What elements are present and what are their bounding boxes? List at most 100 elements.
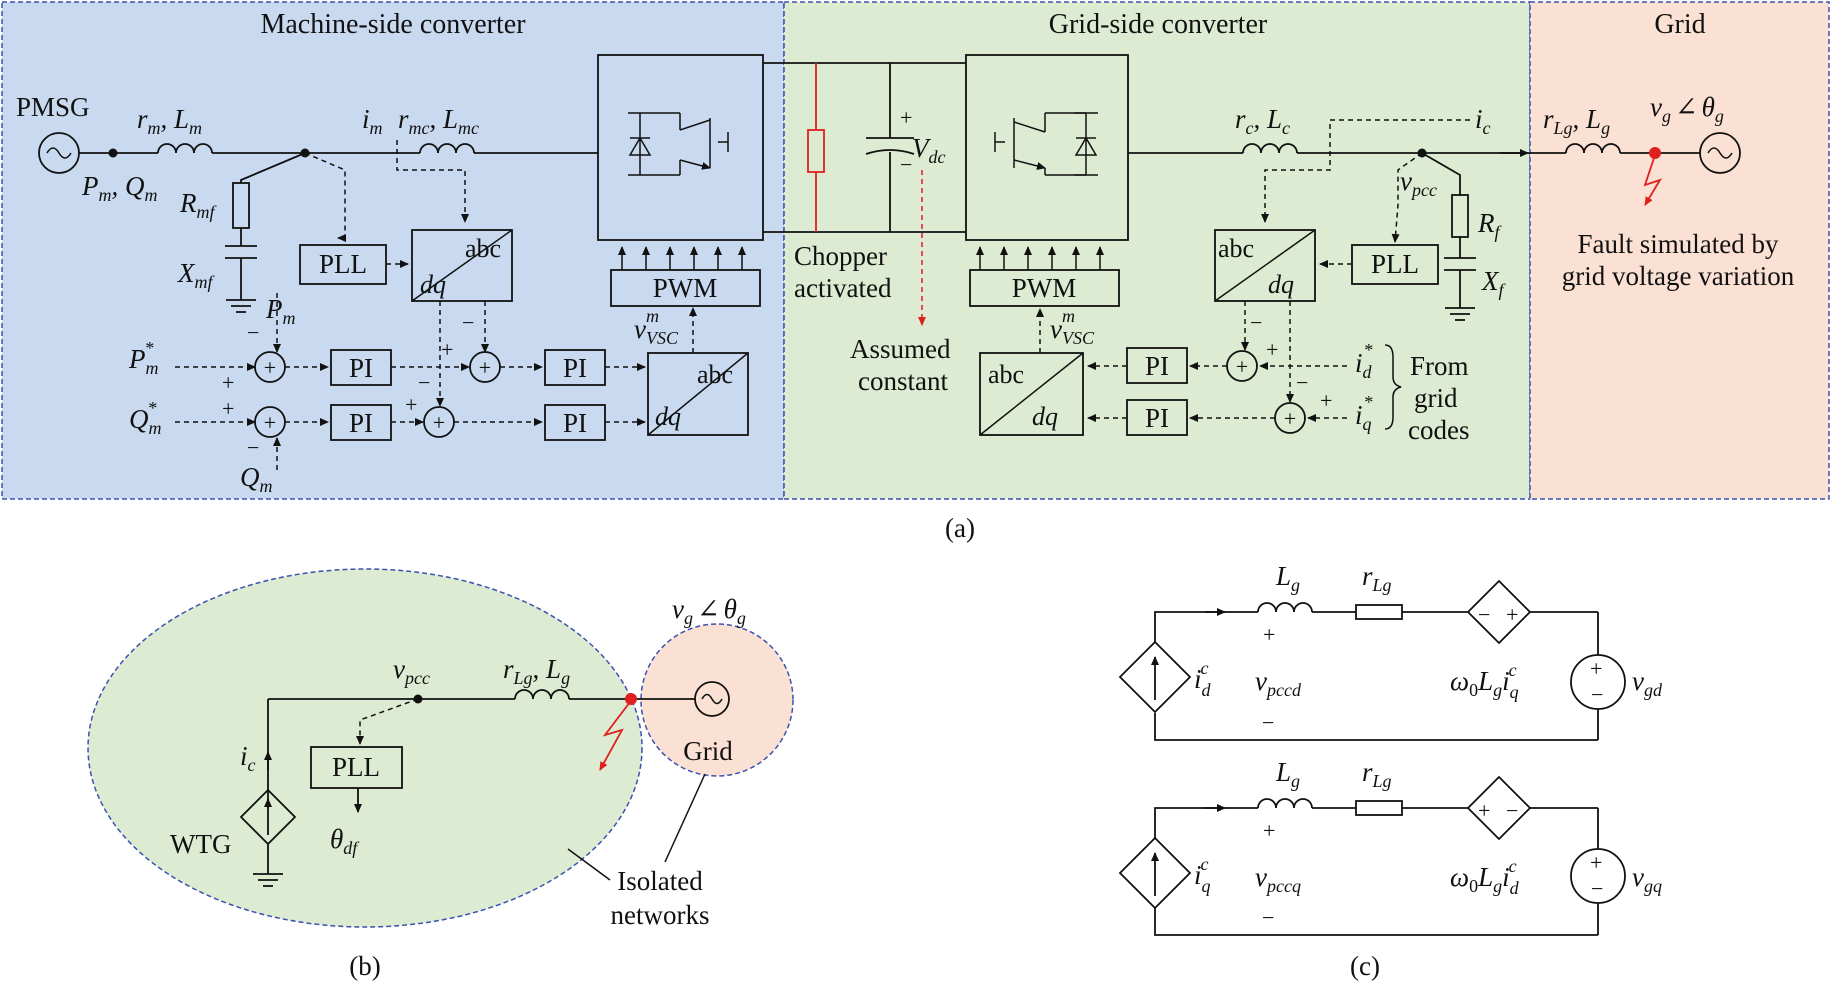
svg-text:+: + xyxy=(222,370,234,395)
pmsg-label: PMSG xyxy=(16,92,90,122)
c-top-v-label: vpccd xyxy=(1255,666,1302,700)
caption-c: (c) xyxy=(1350,951,1380,981)
grid-title: Grid xyxy=(1654,9,1705,40)
c-bot-rlg: rLg xyxy=(1362,757,1392,791)
c-top-inductor-icon xyxy=(1257,602,1313,613)
svg-text:PLL: PLL xyxy=(1371,249,1419,279)
svg-text:PWM: PWM xyxy=(653,273,718,303)
c-top-vg-label: vgd xyxy=(1632,666,1663,700)
brace-icon xyxy=(1384,344,1402,430)
fault-bolt-icon xyxy=(1643,154,1663,206)
svg-text:abc: abc xyxy=(988,360,1024,389)
c-top-resistor-icon xyxy=(1355,604,1403,620)
svg-text:PI: PI xyxy=(349,353,373,383)
b-ic-label: ic xyxy=(240,741,256,775)
svg-text:PI: PI xyxy=(563,353,587,383)
c-bot-lg: Lg xyxy=(1275,757,1300,791)
chopper-label-1: Chopper xyxy=(794,241,887,271)
svg-text:PLL: PLL xyxy=(319,249,367,279)
from-grid-2: grid xyxy=(1414,383,1458,413)
c-top-lg: Lg xyxy=(1275,561,1300,595)
vdc-label: Vdc xyxy=(912,133,946,167)
pwm-machine-block xyxy=(610,269,761,307)
rlg-lg-label: rLg, Lg xyxy=(1543,104,1610,138)
panel-c: Lg rLg + − − + + − idc vpccd ω0Lgiqc vgd xyxy=(1118,561,1663,981)
svg-text:dq: dq xyxy=(1032,402,1058,431)
assumed-label-2: constant xyxy=(858,366,948,396)
svg-text:+: + xyxy=(1590,850,1602,875)
vg-theta-label: vg∠θg xyxy=(1650,92,1724,126)
panel-b: vg∠θg vpcc rLg, Lg Grid ic WTG PLL θdf I… xyxy=(87,568,794,981)
svg-text:dq: dq xyxy=(655,402,681,431)
b-rlg-lg-label: rLg, Lg xyxy=(503,654,570,688)
rm-lm-label: rm, Lm xyxy=(137,104,202,138)
xmf-label: Xmf xyxy=(177,258,215,292)
svg-text:−: − xyxy=(1478,602,1490,627)
b-vpcc-label: vpcc xyxy=(393,654,430,688)
c-top-current-source-icon xyxy=(1118,640,1192,714)
svg-text:PWM: PWM xyxy=(1012,273,1077,303)
b-grid-label: Grid xyxy=(683,736,733,766)
b-theta-df-label: θdf xyxy=(330,824,360,858)
chopper-label-2: activated xyxy=(794,273,892,303)
inductor-lc-icon xyxy=(1242,143,1298,154)
svg-text:+: + xyxy=(264,355,276,380)
fault-label-1: Fault simulated by xyxy=(1578,229,1779,259)
from-grid-1: From xyxy=(1410,351,1469,381)
abc-dq-grid-block xyxy=(1214,229,1316,302)
svg-text:+: + xyxy=(1236,354,1248,379)
svg-text:−: − xyxy=(462,310,474,335)
c-bottom-circuit: Lg rLg + − + − + − iqc vpccq ω0Lgidc vgq xyxy=(1118,757,1662,936)
im-label: im xyxy=(362,104,383,138)
c-bot-current-source-icon xyxy=(1118,836,1192,910)
svg-text:+: + xyxy=(405,392,417,417)
qm-feedback-label: Qm xyxy=(240,462,273,496)
svg-text:dq: dq xyxy=(1268,270,1294,299)
vvsc-grid-label: vVSCm xyxy=(1050,306,1095,348)
svg-text:dq: dq xyxy=(420,270,446,299)
machine-converter-block xyxy=(597,54,764,241)
inductor-lm-icon xyxy=(157,143,213,154)
svg-text:+: + xyxy=(1263,622,1275,647)
assumed-label-1: Assumed xyxy=(850,334,951,364)
svg-text:−: − xyxy=(247,435,259,460)
svg-text:+: + xyxy=(264,410,276,435)
ic-label: ic xyxy=(1475,104,1491,138)
qm-ref-label: Qm* xyxy=(129,398,162,438)
svg-text:PI: PI xyxy=(1145,351,1169,381)
svg-text:abc: abc xyxy=(697,360,733,389)
svg-text:−: − xyxy=(247,320,259,345)
svg-text:−: − xyxy=(1262,905,1274,930)
grid-side-title: Grid-side converter xyxy=(1049,9,1268,40)
pm-qm-label: Pm, Qm xyxy=(81,171,158,205)
inductor-lg-icon xyxy=(1565,143,1621,154)
b-isolated-1: Isolated xyxy=(617,866,703,896)
panel-a: Machine-side converter Grid-side convert… xyxy=(1,1,1830,543)
svg-text:+: + xyxy=(441,337,453,362)
svg-text:−: − xyxy=(900,152,912,177)
svg-text:+: + xyxy=(900,105,912,130)
c-bot-inductor-icon xyxy=(1257,798,1313,809)
pm-feedback-label: Pm xyxy=(265,294,296,328)
c-top-i-label: idc xyxy=(1194,658,1212,700)
svg-text:+: + xyxy=(1590,656,1602,681)
iq-ref-label: iq* xyxy=(1355,392,1373,434)
svg-text:−: − xyxy=(1506,798,1518,823)
rmc-lmc-label: rmc, Lmc xyxy=(398,104,479,138)
svg-text:+: + xyxy=(1320,388,1332,413)
isolated-network-grid xyxy=(640,623,794,777)
svg-text:−: − xyxy=(418,370,430,395)
svg-text:PLL: PLL xyxy=(332,752,380,782)
b-isolated-2: networks xyxy=(611,900,710,930)
fault-point xyxy=(1649,147,1661,159)
b-inductor-icon xyxy=(514,689,570,700)
svg-text:abc: abc xyxy=(465,234,501,263)
c-top-circuit: Lg rLg + − − + + − idc vpccd ω0Lgiqc vgd xyxy=(1118,561,1663,741)
svg-text:PI: PI xyxy=(563,408,587,438)
rmf-label: Rmf xyxy=(179,188,217,222)
caption-a: (a) xyxy=(945,513,975,543)
b-vg-theta-label: vg∠θg xyxy=(672,594,746,628)
from-grid-3: codes xyxy=(1408,415,1469,445)
vpcc-label: vpcc xyxy=(1400,166,1437,200)
abc-dq-machine-block xyxy=(411,229,513,302)
